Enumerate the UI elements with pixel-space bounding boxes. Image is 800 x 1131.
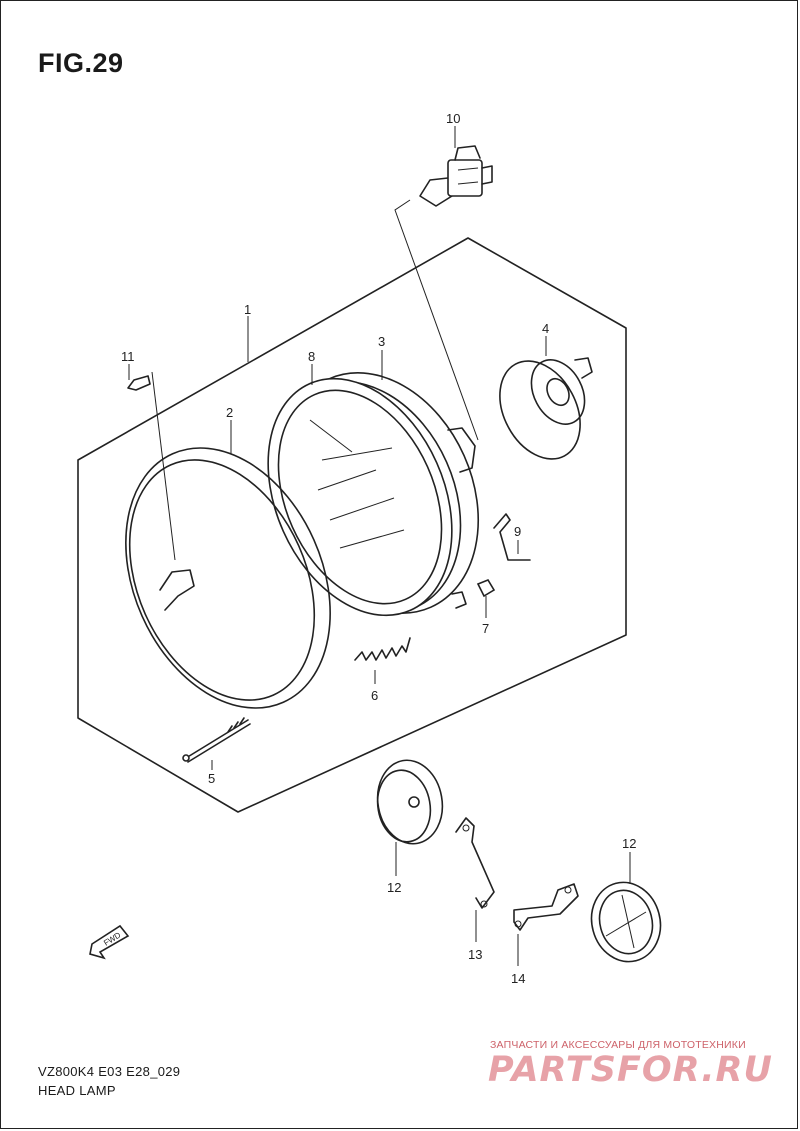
callout-8: 8 (308, 349, 315, 364)
leader-bulb-to-socket (394, 199, 479, 441)
callout-10: 10 (446, 111, 460, 126)
callout-leaders (128, 126, 631, 966)
callout-7: 7 (482, 621, 489, 636)
watermark-tagline: ЗАПЧАСТИ И АКСЕССУАРЫ ДЛЯ МОТОТЕХНИКИ (490, 1039, 746, 1051)
callout-5: 5 (208, 771, 215, 786)
callout-2: 2 (226, 405, 233, 420)
bracket-part-14 (513, 883, 579, 931)
callout-12-left: 12 (387, 880, 401, 895)
cap-part-12-right (590, 881, 662, 963)
mounting-ring-part-2 (125, 447, 331, 709)
watermark-logo: PARTSFOR.RU (488, 1050, 773, 1090)
lens-rim-part-8 (267, 377, 453, 617)
nut-part-7 (476, 579, 496, 598)
figure-title: FIG.29 (38, 48, 124, 78)
callout-4: 4 (542, 321, 549, 336)
callout-6: 6 (371, 688, 378, 703)
figure-name: HEAD LAMP (38, 1083, 116, 1098)
socket-cover-part-4 (499, 357, 593, 460)
callout-12-right: 12 (622, 836, 636, 851)
callout-3: 3 (378, 334, 385, 349)
leader-screw (151, 371, 176, 561)
assembly-outline-part-1 (77, 237, 627, 813)
callout-14: 14 (511, 971, 525, 986)
grommet-part-12-left (376, 759, 444, 845)
callout-9: 9 (514, 524, 521, 539)
callout-11: 11 (121, 349, 135, 364)
clip-part-9 (493, 513, 531, 561)
callout-1: 1 (244, 302, 251, 317)
bracket-part-13 (455, 817, 495, 909)
bolt-part-5 (182, 717, 251, 763)
callout-13: 13 (468, 947, 482, 962)
spring-part-6 (354, 637, 411, 661)
fwd-arrow-icon: FWD (89, 924, 130, 960)
bulb-part-10 (419, 145, 493, 207)
screw-part-11 (127, 375, 151, 391)
figure-model-code: VZ800K4 E03 E28_029 (38, 1064, 181, 1079)
